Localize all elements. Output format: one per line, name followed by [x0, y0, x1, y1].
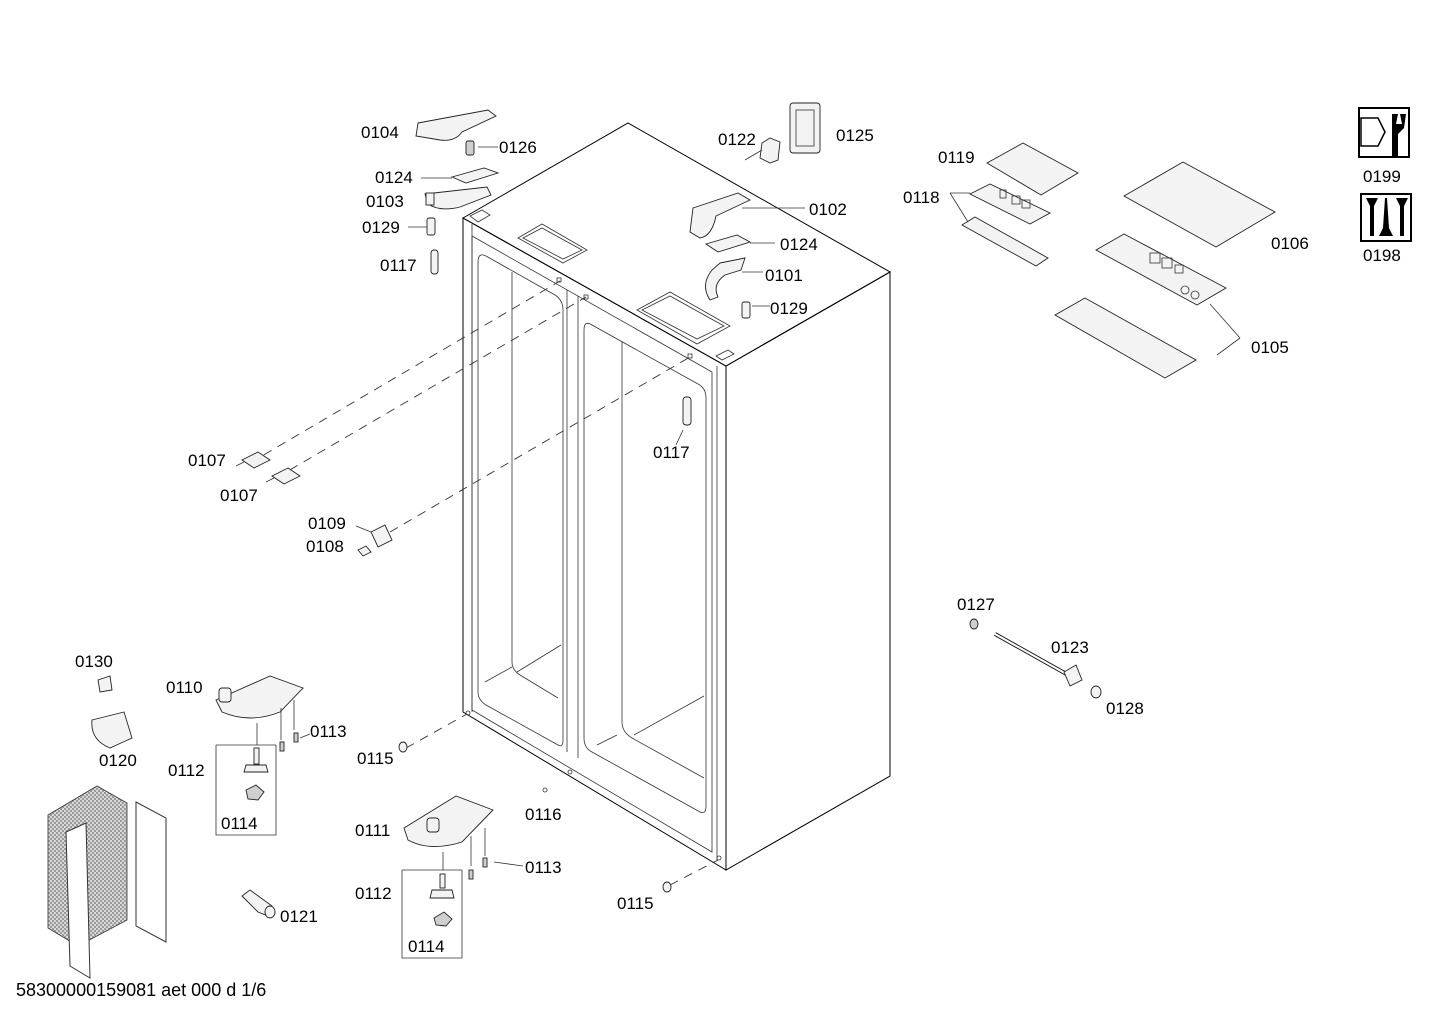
- label-0105: 0105: [1251, 338, 1289, 357]
- document-footer: 58300000159081 aet 000 d 1/6: [16, 980, 267, 1000]
- label-0129: 0129: [362, 218, 400, 237]
- electronics-group: [949, 142, 1276, 379]
- label-0112: 0112: [355, 884, 392, 903]
- refrigerator-cabinet: [249, 122, 892, 886]
- label-0116: 0116: [525, 805, 562, 824]
- label-0115: 0115: [617, 894, 654, 913]
- label-0109: 0109: [308, 514, 346, 533]
- label-0102: 0102: [809, 200, 847, 219]
- label-0117: 0117: [380, 256, 417, 275]
- label-0130: 0130: [75, 652, 113, 671]
- lower-left-hinge-group: [91, 675, 311, 836]
- label-0107: 0107: [220, 486, 258, 505]
- part-labels: 0104 0126 0124 0103 0129 0117 0122 0125 …: [75, 123, 1401, 956]
- upper-right-hinge-group: [675, 102, 821, 446]
- label-0114: 0114: [221, 814, 258, 833]
- label-0119: 0119: [938, 148, 975, 167]
- label-0121: 0121: [280, 907, 318, 926]
- door-switches: [235, 451, 393, 557]
- label-0125: 0125: [836, 126, 874, 145]
- label-0108: 0108: [306, 537, 344, 556]
- label-0111: 0111: [355, 821, 390, 840]
- label-0120: 0120: [99, 751, 137, 770]
- water-hose-group: [969, 618, 1102, 699]
- label-0117: 0117: [653, 443, 690, 462]
- label-0127: 0127: [957, 595, 995, 614]
- lower-center-hinge-group: [398, 741, 672, 959]
- cabinet-thumbnail: [47, 785, 167, 979]
- label-0104: 0104: [361, 123, 399, 142]
- wrench-and-nut-icon: [1358, 107, 1410, 158]
- label-0101: 0101: [765, 266, 803, 285]
- label-0107: 0107: [188, 451, 226, 470]
- water-connector: [241, 889, 276, 919]
- label-0118: 0118: [903, 188, 940, 207]
- label-0114: 0114: [408, 937, 445, 956]
- screws-icon: [1360, 193, 1412, 242]
- label-0128: 0128: [1106, 699, 1144, 718]
- label-0199: 0199: [1363, 167, 1401, 186]
- label-0124: 0124: [375, 168, 413, 187]
- label-0113: 0113: [310, 722, 347, 741]
- label-0124: 0124: [780, 235, 818, 254]
- label-0198: 0198: [1363, 246, 1401, 265]
- label-0126: 0126: [499, 138, 537, 157]
- label-0103: 0103: [366, 192, 404, 211]
- label-0113: 0113: [525, 858, 562, 877]
- label-0115: 0115: [357, 749, 394, 768]
- upper-left-hinge-group: [408, 109, 500, 275]
- label-0129: 0129: [770, 299, 808, 318]
- label-0106: 0106: [1271, 234, 1309, 253]
- label-0123: 0123: [1051, 638, 1089, 657]
- label-0112: 0112: [168, 761, 205, 780]
- label-0122: 0122: [718, 130, 756, 149]
- label-0110: 0110: [166, 678, 203, 697]
